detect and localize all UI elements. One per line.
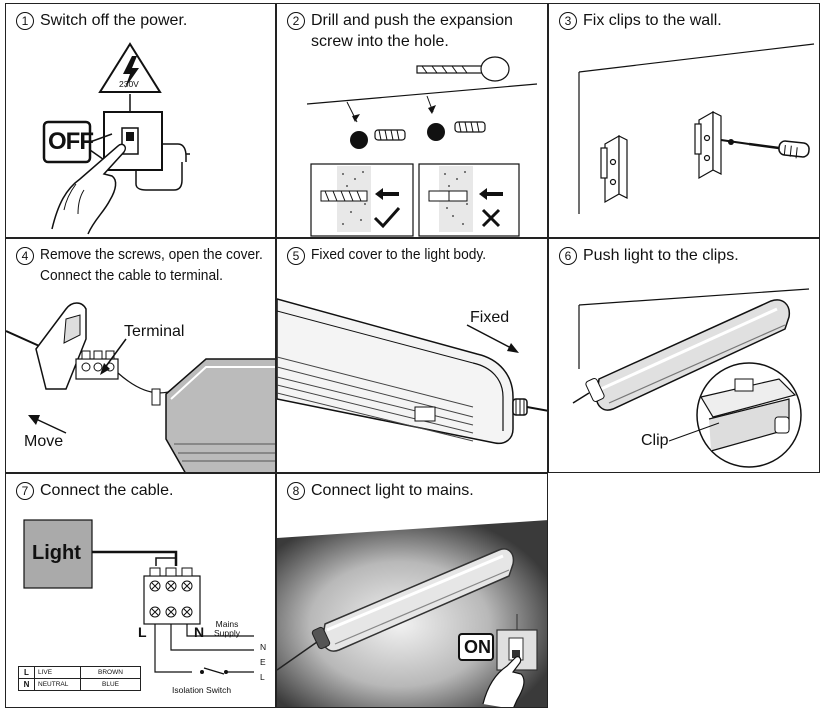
step-8-panel: 8 Connect light to mains.	[276, 473, 548, 708]
step-5-panel: 5 Fixed cover to the light body. Fixed	[276, 238, 548, 473]
light-box-label: Light	[32, 542, 81, 564]
step-2-panel: 2 Drill and push the expansion screw int…	[276, 3, 548, 238]
legend-color: BROWN	[80, 666, 141, 679]
terminal-l-label: L	[138, 624, 147, 640]
arrow-left-icon	[375, 188, 399, 200]
step-number: 7	[16, 482, 34, 500]
step-text: Fix clips to the wall.	[583, 12, 722, 29]
step-text: Connect the cable.	[40, 482, 174, 499]
mains-n-label: N	[260, 642, 267, 652]
warning-high-voltage-icon	[98, 42, 162, 93]
step-5-illustration	[277, 298, 547, 445]
step-4-illustration	[6, 302, 275, 472]
fixed-label: Fixed	[470, 309, 510, 326]
step-4-caption: 4 Remove the screws, open the cover. Con…	[16, 245, 275, 287]
step-6-illustration	[572, 288, 810, 468]
empty-cell	[548, 473, 820, 708]
mains-l-label: L	[260, 672, 265, 682]
arrow-left-icon	[479, 188, 503, 200]
step-4-panel: 4 Remove the screws, open the cover. Con…	[5, 238, 276, 473]
step-text: Connect light to mains.	[311, 482, 474, 499]
move-label: Move	[24, 433, 64, 450]
step-1-panel: 1 Switch off the power. 230V OFF	[5, 3, 276, 238]
step-text: Drill and push the expansion screw into …	[311, 12, 513, 50]
step-3-panel: 3 Fix clips to the wall.	[548, 3, 820, 238]
step-6-panel: 6 Push light to the clips. Clip	[548, 238, 820, 473]
step-7-panel: 7 Connect the cable.	[5, 473, 276, 708]
step-text: Fixed cover to the light body.	[311, 247, 487, 263]
step-number: 3	[559, 12, 577, 30]
mains-e-label: E	[260, 657, 266, 667]
legend-row: L LIVE BROWN	[18, 666, 141, 679]
step-7-illustration	[23, 519, 254, 675]
step-number: 5	[287, 247, 305, 265]
step-number: 4	[16, 247, 34, 265]
step-8-illustration	[277, 520, 547, 707]
step-number: 2	[287, 12, 305, 30]
terminal-label: Terminal	[124, 323, 185, 340]
cross-icon	[481, 208, 501, 228]
step-2-illustration	[306, 56, 538, 237]
step-6-caption: 6 Push light to the clips.	[559, 245, 739, 266]
step-text: Push light to the clips.	[583, 247, 739, 264]
voltage-label: 230V	[119, 79, 139, 89]
legend-name: LIVE	[34, 666, 81, 679]
step-2-caption: 2 Drill and push the expansion screw int…	[287, 10, 513, 52]
mains-supply-label: Mains Supply	[214, 619, 240, 638]
step-1-illustration	[42, 42, 190, 235]
clip-label: Clip	[641, 432, 669, 449]
legend-color: BLUE	[80, 678, 141, 691]
step-1-caption: 1 Switch off the power.	[16, 10, 187, 31]
legend-name: NEUTRAL	[34, 678, 81, 691]
legend-key: N	[18, 678, 35, 691]
step-text: Remove the screws, open the cover. Conne…	[40, 247, 263, 284]
step-text: Switch off the power.	[40, 12, 188, 29]
on-label: ON	[464, 637, 491, 657]
wire-color-legend: L LIVE BROWN N NEUTRAL BLUE	[18, 666, 141, 691]
legend-key: L	[18, 666, 35, 679]
installation-diagram: 1 Switch off the power. 230V OFF	[5, 3, 820, 708]
off-label: OFF	[48, 128, 94, 155]
check-icon	[373, 207, 401, 229]
step-8-caption: 8 Connect light to mains.	[287, 480, 474, 501]
legend-row: N NEUTRAL BLUE	[18, 678, 141, 691]
step-number: 8	[287, 482, 305, 500]
step-number: 6	[559, 247, 577, 265]
step-number: 1	[16, 12, 34, 30]
isolation-switch-label: Isolation Switch	[172, 685, 232, 695]
terminal-n-label: N	[194, 624, 205, 640]
step-3-caption: 3 Fix clips to the wall.	[559, 10, 722, 31]
step-3-illustration	[578, 43, 815, 214]
step-5-caption: 5 Fixed cover to the light body.	[287, 245, 495, 266]
step-7-caption: 7 Connect the cable.	[16, 480, 173, 501]
